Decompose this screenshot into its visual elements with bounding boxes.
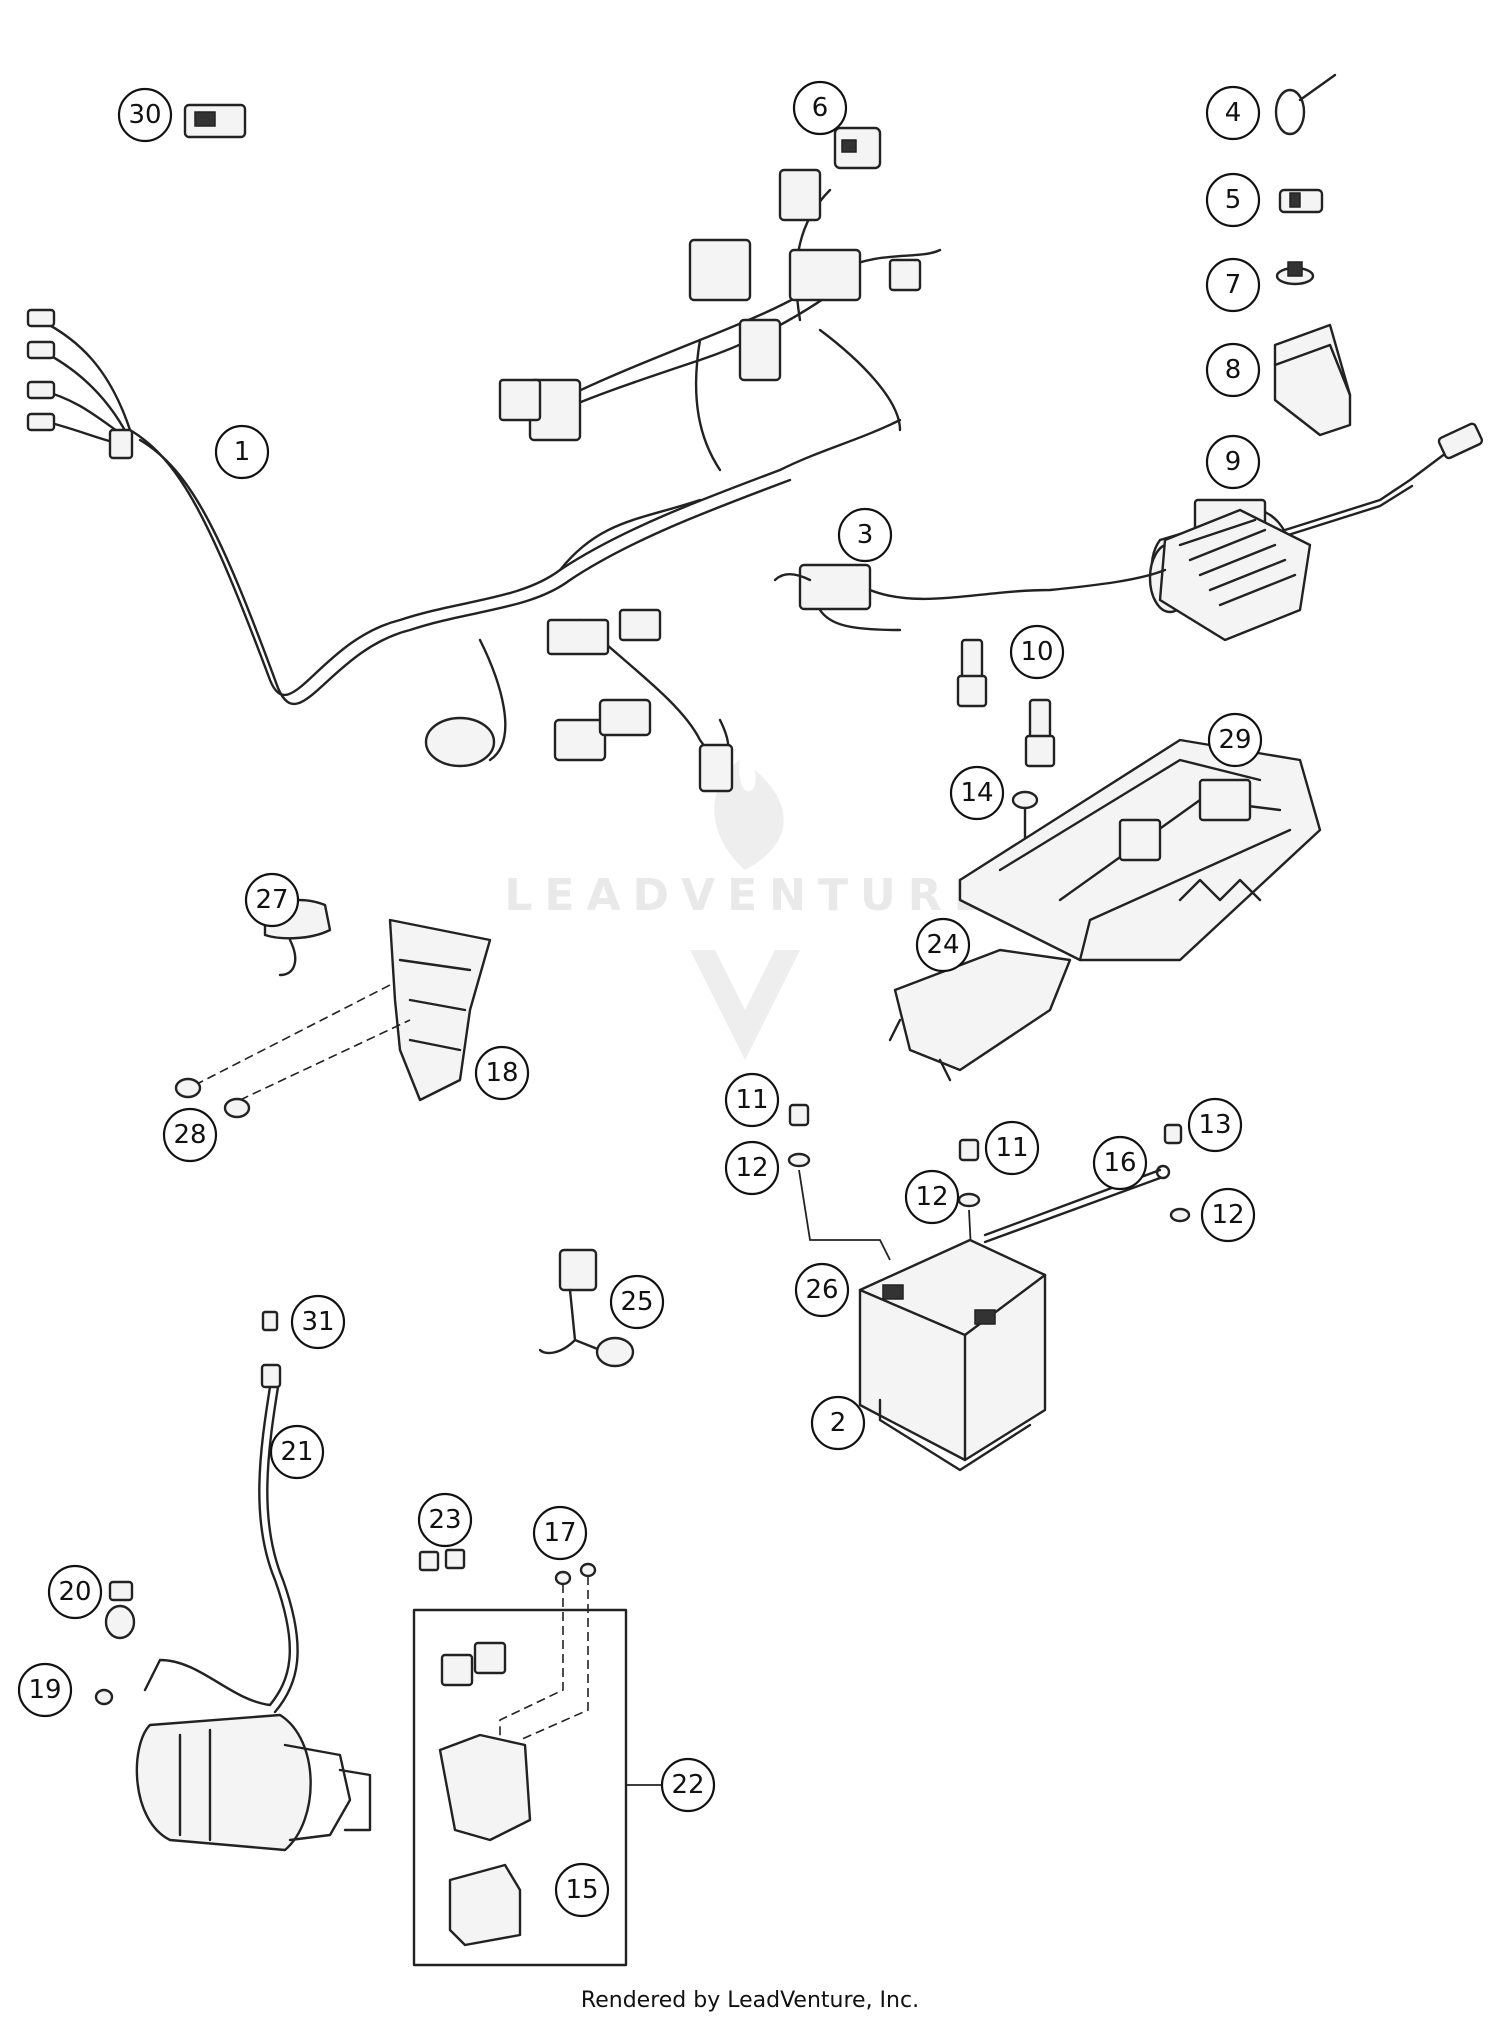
callout-8: 8: [1205, 342, 1261, 398]
fuse-10-part: [956, 638, 1056, 768]
svg-text:21: 21: [280, 1437, 313, 1467]
svg-text:7: 7: [1225, 270, 1242, 300]
leadventure-watermark: LEADVENTURE: [504, 870, 996, 921]
svg-text:31: 31: [301, 1307, 334, 1337]
svg-text:5: 5: [1225, 185, 1242, 215]
starter-relay-assembly-part: [412, 1548, 665, 1967]
cover-8-part: [1273, 323, 1352, 437]
starter-motor-part: [94, 1310, 372, 1852]
svg-text:26: 26: [805, 1275, 838, 1305]
svg-text:2: 2: [830, 1408, 847, 1438]
callout-11: 11: [984, 1120, 1040, 1176]
callout-12: 12: [904, 1169, 960, 1225]
svg-text:8: 8: [1225, 355, 1242, 385]
callout-24: 24: [915, 917, 971, 973]
svg-text:1: 1: [234, 437, 251, 467]
svg-text:18: 18: [485, 1058, 518, 1088]
callout-13: 13: [1187, 1097, 1243, 1153]
callout-27: 27: [244, 872, 300, 928]
svg-text:10: 10: [1020, 637, 1053, 667]
callout-25: 25: [609, 1274, 665, 1330]
callout-2: 2: [810, 1395, 866, 1451]
callout-15: 15: [554, 1862, 610, 1918]
svg-text:11: 11: [735, 1085, 768, 1115]
svg-text:12: 12: [735, 1153, 768, 1183]
callout-1: 1: [214, 424, 270, 480]
svg-text:16: 16: [1103, 1148, 1136, 1178]
svg-text:13: 13: [1198, 1110, 1231, 1140]
svg-text:3: 3: [857, 520, 874, 550]
callout-6: 6: [792, 80, 848, 136]
callout-17: 17: [532, 1505, 588, 1561]
cable-tie-part: [1274, 73, 1337, 136]
callout-26: 26: [794, 1262, 850, 1318]
connector-30-part: [183, 103, 247, 139]
connector-6-part: [833, 126, 882, 170]
svg-text:12: 12: [915, 1182, 948, 1212]
callout-10: 10: [1009, 624, 1065, 680]
watermark-flame-logo: [690, 760, 800, 1060]
callout-11: 11: [724, 1072, 780, 1128]
svg-text:12: 12: [1211, 1200, 1244, 1230]
svg-text:27: 27: [255, 885, 288, 915]
cable-25-part: [538, 1248, 635, 1368]
callout-14: 14: [949, 765, 1005, 821]
callout-12: 12: [724, 1140, 780, 1196]
svg-text:28: 28: [173, 1120, 206, 1150]
callout-9: 9: [1205, 434, 1261, 490]
callout-21: 21: [269, 1424, 325, 1480]
svg-text:17: 17: [543, 1518, 576, 1548]
svg-text:25: 25: [620, 1287, 653, 1317]
fuse-box-assembly-part: [174, 898, 492, 1119]
svg-text:23: 23: [428, 1505, 461, 1535]
svg-text:20: 20: [58, 1577, 91, 1607]
svg-text:4: 4: [1225, 98, 1242, 128]
callout-31: 31: [290, 1294, 346, 1350]
footer-credit: Rendered by LeadVenture, Inc.: [580, 1988, 920, 2013]
svg-text:19: 19: [28, 1675, 61, 1705]
callout-23: 23: [417, 1492, 473, 1548]
callout-30: 30: [117, 87, 173, 143]
callout-7: 7: [1205, 257, 1261, 313]
svg-text:9: 9: [1225, 447, 1242, 477]
callout-5: 5: [1205, 172, 1261, 228]
svg-text:11: 11: [995, 1133, 1028, 1163]
callout-19: 19: [17, 1662, 73, 1718]
fastener-7-part: [1275, 261, 1315, 286]
callout-16: 16: [1092, 1135, 1148, 1191]
callout-4: 4: [1205, 85, 1261, 141]
svg-text:29: 29: [1218, 725, 1251, 755]
callout-12: 12: [1200, 1187, 1256, 1243]
callout-28: 28: [162, 1107, 218, 1163]
callout-20: 20: [47, 1564, 103, 1620]
svg-text:14: 14: [960, 778, 993, 808]
callout-22: 22: [660, 1757, 716, 1813]
voltage-regulator-part: [773, 508, 1312, 642]
callout-3: 3: [837, 507, 893, 563]
callout-18: 18: [474, 1045, 530, 1101]
svg-text:24: 24: [926, 930, 959, 960]
bracket-24-part: [888, 948, 1072, 1082]
clip-5-part: [1278, 188, 1324, 214]
svg-text:22: 22: [671, 1770, 704, 1800]
svg-text:15: 15: [565, 1875, 598, 1905]
wiring-harness-part: [26, 168, 942, 793]
svg-text:6: 6: [812, 93, 829, 123]
svg-text:30: 30: [128, 100, 161, 130]
battery-hardware-part: [787, 1103, 1191, 1271]
battery-tray-part: [958, 738, 1322, 962]
callout-29: 29: [1207, 712, 1263, 768]
battery-part: [858, 1238, 1047, 1472]
